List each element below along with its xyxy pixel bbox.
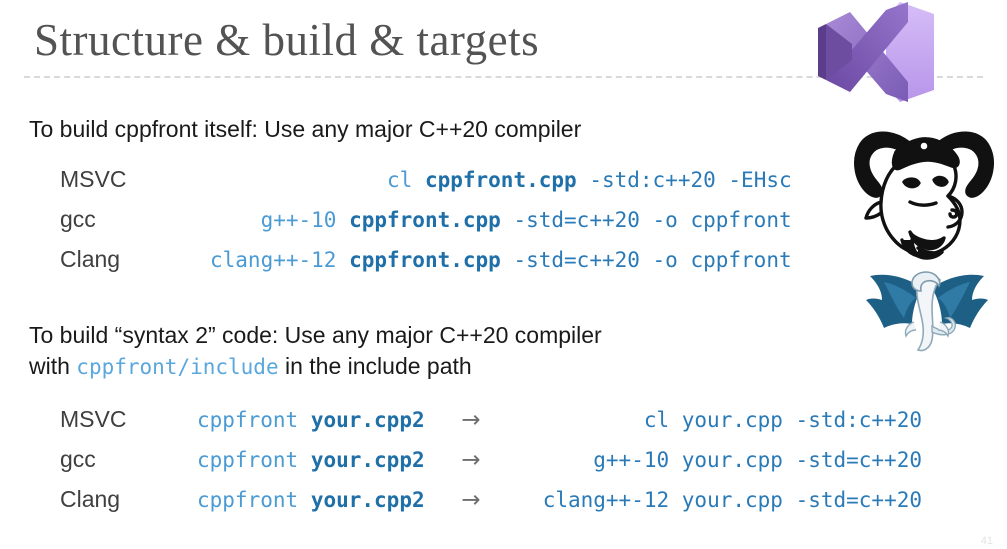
include-path-code: cppfront/include xyxy=(76,355,279,379)
table-row: gcc g++-10 cppfront.cpp -std=c++20 -o cp… xyxy=(60,200,792,240)
command-file: your.cpp2 xyxy=(310,408,425,432)
compiler-label-clang: Clang xyxy=(60,246,121,272)
result-command-msvc: cl your.cpp -std:c++20 xyxy=(643,408,922,432)
command-tool: g++-10 xyxy=(260,208,337,232)
page-number: 41 xyxy=(980,535,993,547)
arrow-icon: → xyxy=(461,447,481,473)
command-msvc: cl cppfront.cpp -std:c++20 -EHsc xyxy=(210,160,792,200)
table-row: MSVC cppfront your.cpp2 → cl your.cpp -s… xyxy=(60,400,922,440)
arrow-icon: → xyxy=(461,407,481,433)
command-flags: -std:c++20 -EHsc xyxy=(589,168,792,192)
command-clang: clang++-12 cppfront.cpp -std=c++20 -o cp… xyxy=(210,240,792,280)
table-row: MSVC cl cppfront.cpp -std:c++20 -EHsc xyxy=(60,160,792,200)
arrow-icon: → xyxy=(461,487,481,513)
build-syntax2-table: MSVC cppfront your.cpp2 → cl your.cpp -s… xyxy=(60,400,922,520)
compiler-label-gcc: gcc xyxy=(60,206,96,232)
table-row: Clang clang++-12 cppfront.cpp -std=c++20… xyxy=(60,240,792,280)
compiler-label-msvc: MSVC xyxy=(60,166,127,192)
command-file: cppfront.cpp xyxy=(424,168,577,192)
compiler-label-clang-2: Clang xyxy=(60,486,121,512)
command-tool: cl xyxy=(387,168,413,192)
heading-suffix: in the include path xyxy=(278,353,472,379)
command-tool: cppfront xyxy=(197,448,299,472)
cppfront-command-clang: cppfront your.cpp2 xyxy=(197,480,440,520)
command-flags: -std=c++20 -o cppfront xyxy=(513,208,792,232)
command-tool: cppfront xyxy=(197,488,299,512)
visual-studio-logo xyxy=(818,2,934,102)
section2-heading: To build “syntax 2” code: Use any major … xyxy=(29,320,602,383)
section2-heading-line1: To build “syntax 2” code: Use any major … xyxy=(29,322,602,348)
command-gcc: g++-10 cppfront.cpp -std=c++20 -o cppfro… xyxy=(210,200,792,240)
cppfront-command-gcc: cppfront your.cpp2 xyxy=(197,440,440,480)
gnu-head-logo xyxy=(854,131,994,260)
compiler-label-gcc-2: gcc xyxy=(60,446,96,472)
command-file: your.cpp2 xyxy=(310,448,425,472)
compiler-label-msvc-2: MSVC xyxy=(60,406,127,432)
result-command-clang: clang++-12 your.cpp -std=c++20 xyxy=(542,488,922,512)
llvm-dragon-logo xyxy=(866,271,988,352)
section1-heading: To build cppfront itself: Use any major … xyxy=(29,116,582,142)
command-file: your.cpp2 xyxy=(310,488,425,512)
table-row: gcc cppfront your.cpp2 → g++-10 your.cpp… xyxy=(60,440,922,480)
heading-prefix: with xyxy=(29,353,77,379)
command-flags: -std=c++20 -o cppfront xyxy=(513,248,792,272)
command-file: cppfront.cpp xyxy=(349,208,501,232)
build-cppfront-table: MSVC cl cppfront.cpp -std:c++20 -EHsc gc… xyxy=(60,160,792,280)
command-tool: clang++-12 xyxy=(210,248,337,272)
page-title: Structure & build & targets xyxy=(34,15,540,65)
table-row: Clang cppfront your.cpp2 → clang++-12 yo… xyxy=(60,480,922,520)
command-tool: cppfront xyxy=(197,408,299,432)
section2-heading-line2: with cppfront/include in the include pat… xyxy=(29,351,602,383)
title-divider xyxy=(24,76,983,78)
cppfront-command-msvc: cppfront your.cpp2 xyxy=(197,400,440,440)
command-file: cppfront.cpp xyxy=(349,248,501,272)
result-command-gcc: g++-10 your.cpp -std=c++20 xyxy=(593,448,922,472)
